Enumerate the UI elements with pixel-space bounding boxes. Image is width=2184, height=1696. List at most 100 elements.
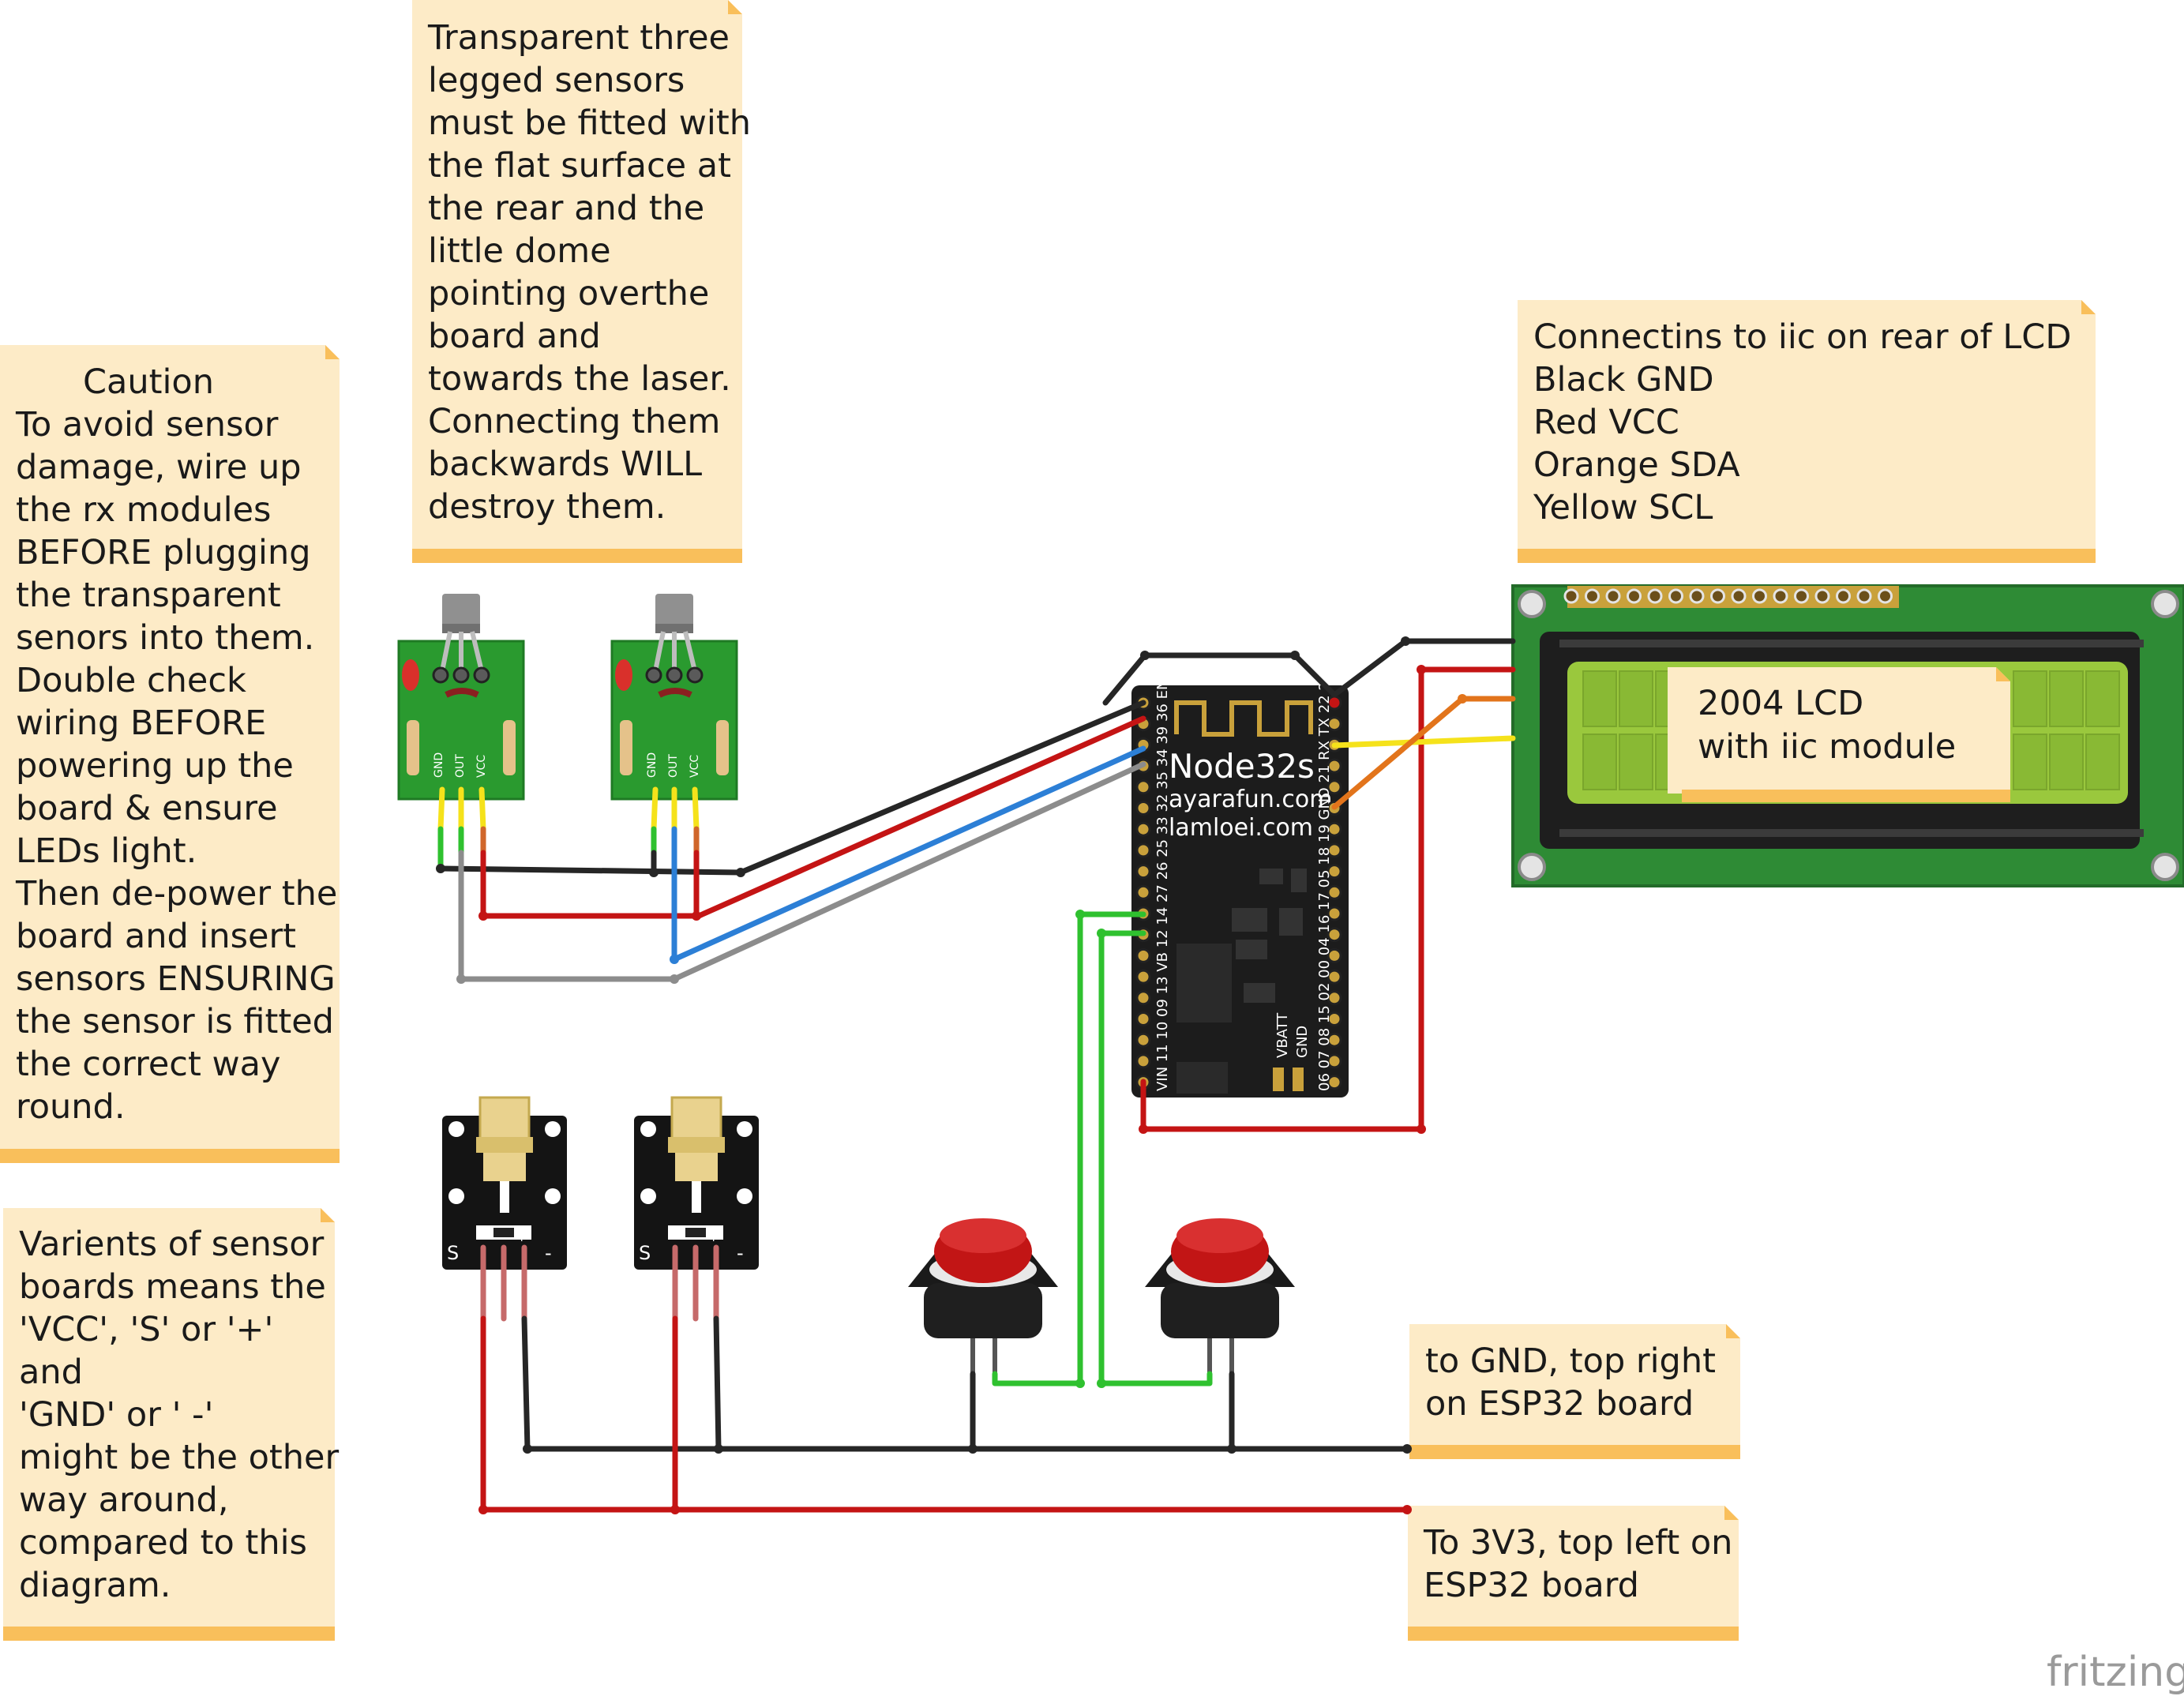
esp32-left-pin [1135, 1053, 1151, 1069]
esp32-right-pin [1327, 779, 1342, 795]
esp32-right-pin [1327, 1011, 1342, 1026]
lcd-char-cell [2085, 670, 2120, 727]
laser2-resistor-label: R1 [710, 1225, 725, 1242]
esp32-right-pin [1327, 716, 1342, 732]
note-variants-text: Varients of sensor boards means the 'VCC… [19, 1225, 350, 1605]
wire-black-rx-gnd [437, 700, 1146, 876]
esp32-left-pin [1135, 1032, 1151, 1048]
rx1-gnd-leg [437, 786, 445, 832]
wires [437, 638, 1516, 1513]
laser2-minus-label: - [737, 1242, 744, 1264]
esp32-right-pin [1327, 842, 1342, 858]
note-to-3v3-text: To 3V3, top left on ESP32 board [1423, 1523, 1743, 1605]
esp32-right-pin [1327, 758, 1342, 774]
lcd-char-cell [2013, 734, 2047, 790]
lcd-header-pin [1752, 588, 1767, 604]
note-to-gnd-text: to GND, top right on ESP32 board [1425, 1341, 1727, 1424]
note-lcd-label-text: 2004 LCD with iic module [1698, 684, 1956, 767]
note-iic-connections-text: Connectins to iic on rear of LCD Black G… [1533, 317, 2082, 527]
esp32-right-pin-labels: 06 07 08 15 02 00 04 16 17 05 18 19 GND … [1316, 636, 1333, 1091]
esp32-left-pin [1135, 779, 1151, 795]
note-caution-text: Caution To avoid sensor damage, wire up … [15, 362, 348, 1127]
lcd-header-pin [1814, 588, 1830, 604]
rx1-out-label: OUT [454, 754, 467, 778]
rx2-gnd-leg [651, 786, 659, 832]
wire-blue-rx-out [671, 745, 1146, 962]
lcd-header-pin [1878, 588, 1893, 604]
rx-module-1: GND OUT VCC [397, 594, 525, 801]
lcd-char-cell [1582, 670, 1617, 727]
rx-module-2: GND OUT VCC [610, 594, 738, 801]
rx2-vcc-leg [692, 786, 700, 832]
antenna-trace [1174, 700, 1313, 737]
esp32-right-pin [1327, 1075, 1342, 1090]
esp32-right-pin [1327, 1053, 1342, 1069]
esp32-left-pin [1135, 947, 1151, 963]
esp32-left-pin [1135, 990, 1151, 1006]
laser2-s-label: S [639, 1242, 651, 1264]
lcd-header-pin [1836, 588, 1851, 604]
wire-black-laser2-gnd [713, 1315, 722, 1452]
esp32-left-pin [1135, 884, 1151, 900]
esp32-right-pin [1327, 947, 1342, 963]
wire-black-top-loop [1102, 652, 1338, 706]
note-to-gnd: to GND, top right on ESP32 board [1409, 1324, 1740, 1459]
rx2-gnd-label: GND [646, 752, 659, 778]
esp32-right-pin [1327, 821, 1342, 837]
esp32-right-pin [1327, 864, 1342, 880]
esp32-left-pin [1135, 801, 1151, 816]
note-lcd-label: 2004 LCD with iic module [1668, 667, 2010, 802]
lcd-char-cell [1619, 734, 1653, 790]
push-button-2 [1145, 1218, 1295, 1374]
laser1-s-label: S [447, 1242, 459, 1264]
note-variants: Varients of sensor boards means the 'VCC… [3, 1208, 350, 1641]
esp32-title: Node32s [1169, 747, 1315, 786]
esp32-node32s-board: Node32s ayarafun.com lamloei.com VIN 11 … [1131, 636, 1349, 1098]
rx1-gnd-label: GND [433, 752, 445, 778]
esp32-left-pin [1135, 864, 1151, 880]
wire-red-rx-vcc [480, 715, 1146, 919]
esp32-url2: lamloei.com [1169, 814, 1313, 842]
note-to-3v3: To 3V3, top left on ESP32 board [1408, 1506, 1743, 1641]
laser1-minus-label: - [545, 1242, 552, 1264]
wire-gray-rx-out [458, 761, 1146, 982]
rx2-out-label: OUT [667, 754, 680, 778]
lcd-header-pin [1647, 588, 1663, 604]
lcd-header-pin [1856, 588, 1872, 604]
lcd-header-pin [1605, 588, 1621, 604]
esp32-vbatt-label: VBATT [1274, 1012, 1291, 1058]
note-transparent-sensors-text: Transparent three legged sensors must be… [427, 18, 762, 527]
lcd-char-cell [2085, 734, 2120, 790]
note-iic-connections: Connectins to iic on rear of LCD Black G… [1518, 300, 2096, 563]
lcd-char-cell [2013, 670, 2047, 727]
lcd-char-cell [2049, 734, 2084, 790]
lcd-char-cell [1619, 670, 1653, 727]
esp32-left-pin [1135, 842, 1151, 858]
rx1-vcc-leg [478, 786, 486, 832]
lcd-header-pin [1585, 588, 1600, 604]
esp32-left-pin [1135, 969, 1151, 985]
fritzing-watermark: fritzing [2047, 1649, 2184, 1696]
wire-yellow-scl [1331, 735, 1516, 749]
note-transparent-sensors: Transparent three legged sensors must be… [412, 0, 762, 563]
esp32-right-pin [1327, 927, 1342, 943]
wire-junctions [436, 636, 1467, 1514]
lcd-header-pin [1689, 588, 1705, 604]
lcd-header-pin [1794, 588, 1809, 604]
rx1-vcc-label: VCC [475, 755, 488, 778]
laser-module-1: S - R1 [442, 1096, 567, 1270]
lcd-header-pin [1710, 588, 1725, 604]
note-caution: Caution To avoid sensor damage, wire up … [0, 345, 348, 1163]
esp32-right-pin [1327, 990, 1342, 1006]
lcd-header-pin [1563, 588, 1579, 604]
esp32-left-pin-labels: VIN 11 10 09 13 VB 12 14 27 26 25 33 32 … [1154, 647, 1171, 1091]
lcd-header-pin [1627, 588, 1642, 604]
esp32-left-pin [1135, 1011, 1151, 1026]
esp32-url1: ayarafun.com [1169, 786, 1332, 813]
laser-module-2: S - R1 [634, 1096, 759, 1270]
esp32-right-pin [1327, 969, 1342, 985]
wire-red-3v3-bus [480, 1315, 1410, 1513]
laser1-resistor-label: R1 [518, 1225, 533, 1242]
lcd-char-cell [2049, 670, 2084, 727]
